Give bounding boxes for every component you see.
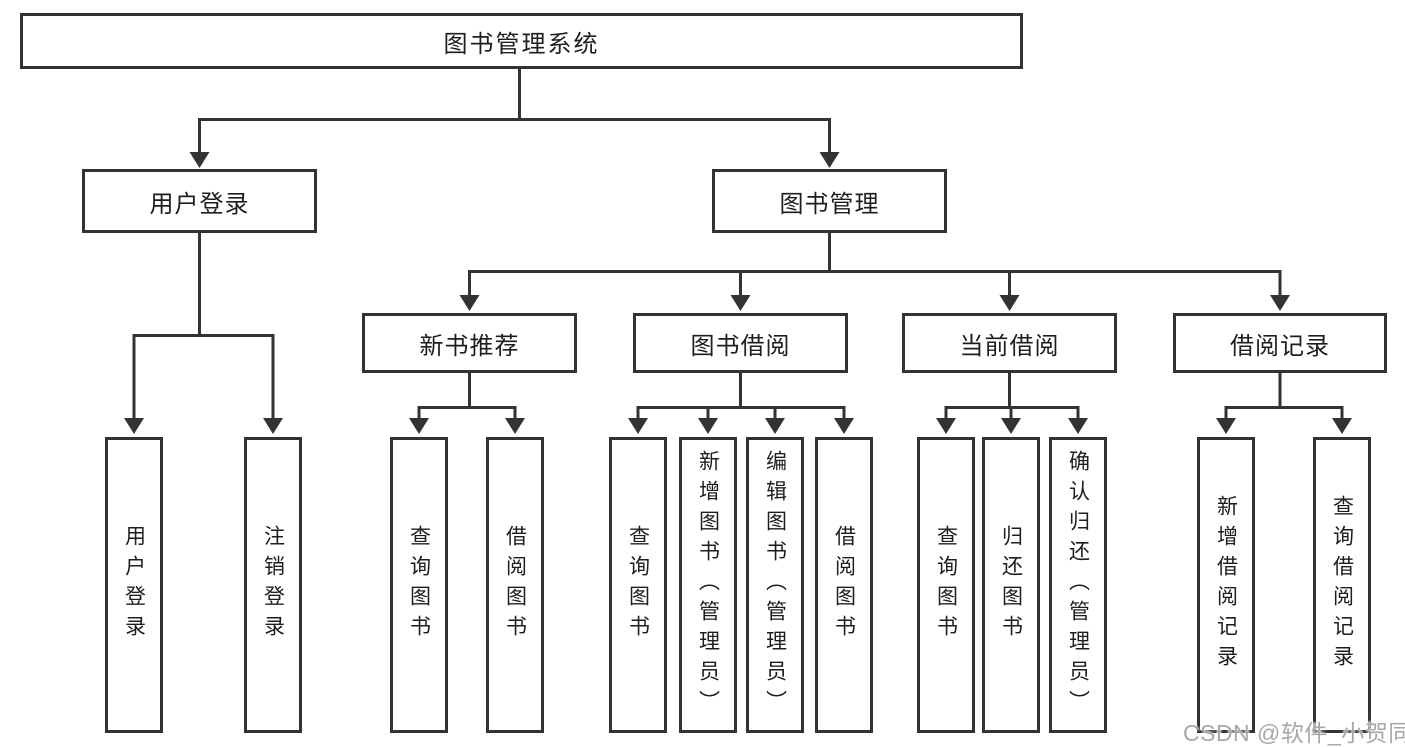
leaf-query-books-borrowing: 查询图书 bbox=[609, 437, 667, 733]
leaf-confirm-return-admin: 确认归还（管理员） bbox=[1049, 437, 1107, 733]
leaf-query-books-recommend: 查询图书 bbox=[390, 437, 448, 733]
leaf-edit-book-admin: 编辑图书（管理员） bbox=[746, 437, 804, 733]
node-user-login: 用户登录 bbox=[82, 169, 317, 233]
node-borrowing-records: 借阅记录 bbox=[1173, 313, 1387, 373]
leaf-query-borrow-record: 查询借阅记录 bbox=[1313, 437, 1371, 733]
connector-user-login-to-leaves bbox=[124, 233, 283, 434]
node-new-book-recommend: 新书推荐 bbox=[362, 313, 577, 373]
connector-book-management-to-groups bbox=[459, 233, 1290, 311]
connector-current-borrowing-to-leaves bbox=[936, 373, 1088, 434]
leaf-borrow-books-borrowing: 借阅图书 bbox=[815, 437, 873, 733]
leaf-logout: 注销登录 bbox=[244, 437, 302, 733]
csdn-watermark: CSDN @软件_小贺同学 bbox=[1183, 720, 1405, 746]
connector-new-book-recommend-to-leaves bbox=[409, 373, 525, 434]
leaf-add-book-admin: 新增图书（管理员） bbox=[679, 437, 737, 733]
connector-book-borrowing-to-leaves bbox=[628, 373, 854, 434]
leaf-add-borrow-record: 新增借阅记录 bbox=[1197, 437, 1255, 733]
leaf-borrow-books-recommend: 借阅图书 bbox=[486, 437, 544, 733]
node-book-borrowing: 图书借阅 bbox=[633, 313, 848, 373]
leaf-query-books-current: 查询图书 bbox=[917, 437, 975, 733]
connector-root-to-level2 bbox=[189, 69, 840, 168]
connector-borrowing-records-to-leaves bbox=[1216, 373, 1352, 434]
node-book-management: 图书管理 bbox=[712, 169, 947, 233]
node-library-system: 图书管理系统 bbox=[20, 13, 1023, 69]
node-current-borrowing: 当前借阅 bbox=[902, 313, 1117, 373]
leaf-user-login: 用户登录 bbox=[105, 437, 163, 733]
leaf-return-books: 归还图书 bbox=[982, 437, 1040, 733]
